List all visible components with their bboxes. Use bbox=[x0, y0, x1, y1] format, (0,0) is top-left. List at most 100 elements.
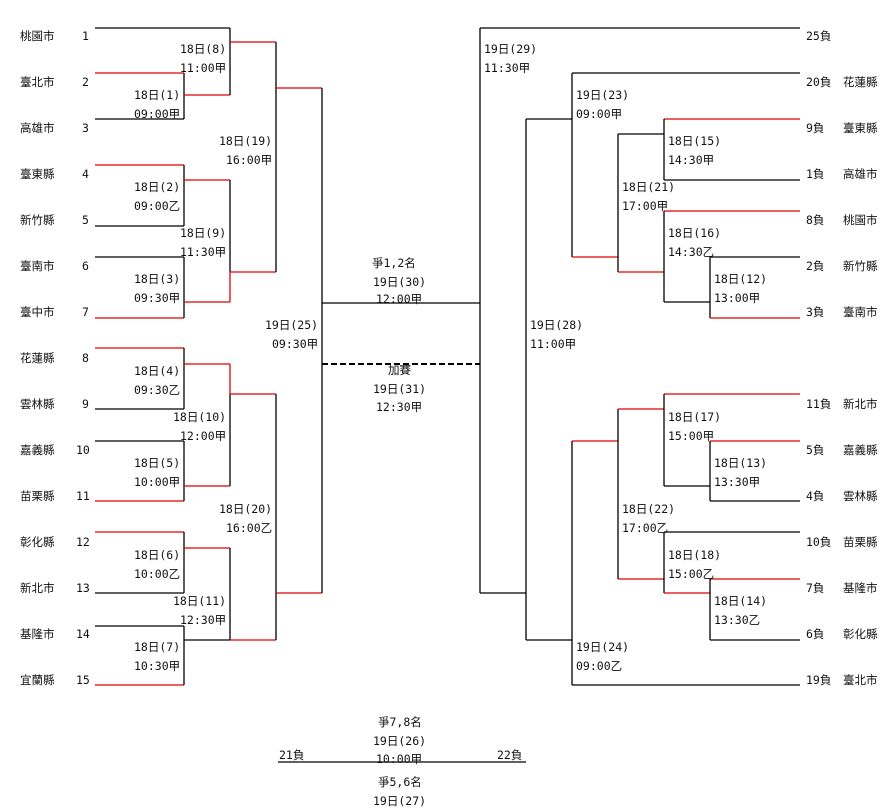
match-time: 14:30甲 bbox=[668, 153, 714, 167]
left-team-name: 雲林縣 bbox=[20, 397, 55, 411]
match-date: 18日(5) bbox=[134, 456, 180, 470]
left-team-name: 臺中市 bbox=[20, 305, 55, 319]
match-date: 18日(22) bbox=[622, 502, 675, 516]
match-date: 18日(21) bbox=[622, 180, 675, 194]
right-team-loser: 9負 bbox=[806, 121, 824, 135]
match-time: 11:30甲 bbox=[484, 61, 530, 75]
place56-date: 19日(27) bbox=[373, 794, 426, 808]
left-team-seed: 13 bbox=[76, 581, 90, 595]
final-time: 12:00甲 bbox=[376, 292, 422, 306]
match-time: 15:00乙 bbox=[668, 567, 714, 581]
left-team-name: 新竹縣 bbox=[20, 213, 55, 227]
match-date: 18日(10) bbox=[173, 410, 226, 424]
left-team-name: 高雄市 bbox=[20, 121, 55, 135]
right-team-name: 桃園市 bbox=[843, 213, 878, 227]
left-team-name: 宜蘭縣 bbox=[20, 673, 55, 687]
match-date: 18日(15) bbox=[668, 134, 721, 148]
extra-date: 19日(31) bbox=[373, 382, 426, 396]
center-labels: 爭1,2名 19日(30) 12:00甲 加賽 19日(31) 12:30甲 爭… bbox=[279, 256, 522, 808]
match-time: 09:30乙 bbox=[134, 383, 180, 397]
right-team-name: 臺北市 bbox=[843, 673, 878, 687]
match-time: 15:00甲 bbox=[668, 429, 714, 443]
match-date: 18日(6) bbox=[134, 548, 180, 562]
match-time: 11:30甲 bbox=[180, 245, 226, 259]
match-time: 09:00甲 bbox=[576, 107, 622, 121]
match-date: 18日(20) bbox=[219, 502, 272, 516]
right-team-loser: 6負 bbox=[806, 627, 824, 641]
left-team-name: 臺東縣 bbox=[20, 167, 55, 181]
match-date: 18日(14) bbox=[714, 594, 767, 608]
place78-date: 19日(26) bbox=[373, 734, 426, 748]
match-time: 09:00乙 bbox=[134, 199, 180, 213]
left-team-name: 臺南市 bbox=[20, 259, 55, 273]
match-date: 18日(7) bbox=[134, 640, 180, 654]
left-team-seed: 8 bbox=[82, 351, 89, 365]
left-bracket-lines bbox=[95, 27, 480, 686]
match-date: 18日(3) bbox=[134, 272, 180, 286]
left-team-seed: 10 bbox=[76, 443, 90, 457]
match-time: 13:00甲 bbox=[714, 291, 760, 305]
left-team-seed: 9 bbox=[82, 397, 89, 411]
right-team-name: 基隆市 bbox=[843, 581, 878, 595]
place56-title: 爭5,6名 bbox=[378, 775, 422, 789]
left-team-name: 新北市 bbox=[20, 581, 55, 595]
right-team-name: 雲林縣 bbox=[843, 489, 878, 503]
right-team-name: 彰化縣 bbox=[843, 627, 878, 641]
left-team-name: 苗栗縣 bbox=[20, 489, 55, 503]
left-team-seed: 2 bbox=[82, 75, 89, 89]
left-team-name: 花蓮縣 bbox=[20, 351, 55, 365]
extra-title: 加賽 bbox=[388, 363, 411, 377]
match-time: 09:30甲 bbox=[134, 291, 180, 305]
match-date: 18日(19) bbox=[219, 134, 272, 148]
left-team-name: 基隆市 bbox=[20, 627, 55, 641]
right-team-name: 高雄市 bbox=[843, 167, 878, 181]
match-date: 18日(12) bbox=[714, 272, 767, 286]
left-team-seed: 15 bbox=[76, 673, 90, 687]
match-date: 19日(29) bbox=[484, 42, 537, 56]
place78-time: 10:00甲 bbox=[376, 752, 422, 766]
left-team-seed: 5 bbox=[82, 213, 89, 227]
left-team-seed: 14 bbox=[76, 627, 90, 641]
right-team-loser: 4負 bbox=[806, 489, 824, 503]
right-team-name: 臺東縣 bbox=[843, 121, 878, 135]
match-date: 18日(2) bbox=[134, 180, 180, 194]
match-labels-right: 19日(29) 11:30甲 19日(23) 09:00甲 18日(15) 14… bbox=[484, 42, 767, 673]
right-team-name: 新北市 bbox=[843, 397, 878, 411]
match-time: 09:30甲 bbox=[272, 337, 318, 351]
match-date: 18日(18) bbox=[668, 548, 721, 562]
match-time: 09:00甲 bbox=[134, 107, 180, 121]
match-time: 13:30乙 bbox=[714, 613, 760, 627]
right-team-loser: 1負 bbox=[806, 167, 824, 181]
right-team-loser: 5負 bbox=[806, 443, 824, 457]
match-time: 16:00乙 bbox=[226, 521, 272, 535]
match-date: 19日(28) bbox=[530, 318, 583, 332]
left-team-seed: 3 bbox=[82, 121, 89, 135]
match-date: 18日(9) bbox=[180, 226, 226, 240]
left-team-name: 嘉義縣 bbox=[20, 443, 55, 457]
final-title: 爭1,2名 bbox=[372, 256, 416, 270]
match-labels-left: 18日(8) 11:00甲 18日(1) 09:00甲 18日(19) 16:0… bbox=[134, 42, 318, 673]
match-time: 12:00甲 bbox=[180, 429, 226, 443]
match-time: 10:30甲 bbox=[134, 659, 180, 673]
left-team-seed: 1 bbox=[82, 29, 89, 43]
match-date: 18日(1) bbox=[134, 88, 180, 102]
match-time: 13:30甲 bbox=[714, 475, 760, 489]
right-team-loser: 3負 bbox=[806, 305, 824, 319]
match-time: 11:00甲 bbox=[180, 61, 226, 75]
match-time: 16:00甲 bbox=[226, 153, 272, 167]
place78-left: 21負 bbox=[279, 748, 304, 762]
match-date: 18日(16) bbox=[668, 226, 721, 240]
right-team-list: 25負 20負 花蓮縣 9負 臺東縣 1負 高雄市 8負 桃園市 2負 新竹縣 … bbox=[806, 29, 878, 687]
right-bracket-lines bbox=[278, 27, 800, 763]
match-date: 18日(4) bbox=[134, 364, 180, 378]
match-date: 18日(13) bbox=[714, 456, 767, 470]
match-time: 10:00乙 bbox=[134, 567, 180, 581]
extra-time: 12:30甲 bbox=[376, 400, 422, 414]
right-team-name: 嘉義縣 bbox=[843, 443, 878, 457]
right-team-name: 新竹縣 bbox=[843, 259, 878, 273]
match-time: 10:00甲 bbox=[134, 475, 180, 489]
right-team-loser: 7負 bbox=[806, 581, 824, 595]
match-time: 11:00甲 bbox=[530, 337, 576, 351]
